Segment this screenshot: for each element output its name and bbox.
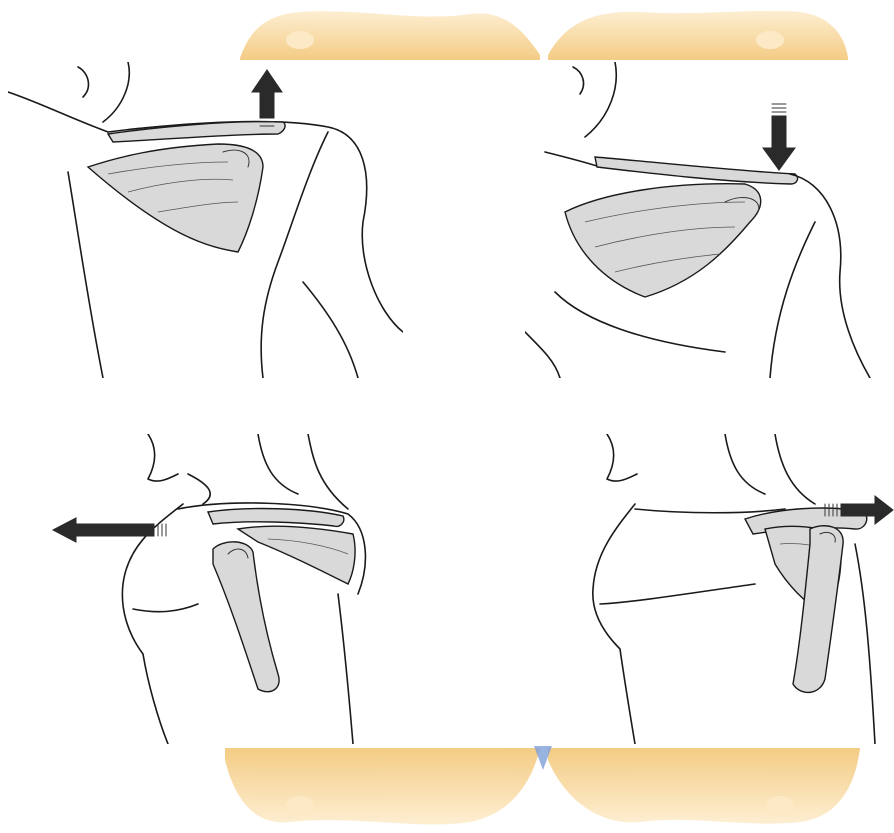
shoulder-protraction-illustration bbox=[8, 434, 403, 744]
shoulder-elevation-illustration bbox=[8, 62, 403, 378]
shoulder-depression-illustration bbox=[525, 62, 894, 378]
shoulder-retraction-illustration bbox=[525, 434, 894, 744]
left-arrow-icon bbox=[53, 518, 166, 542]
up-arrow-icon bbox=[252, 70, 282, 126]
down-arrow-icon bbox=[763, 104, 795, 170]
top-banner-decoration bbox=[240, 11, 848, 60]
